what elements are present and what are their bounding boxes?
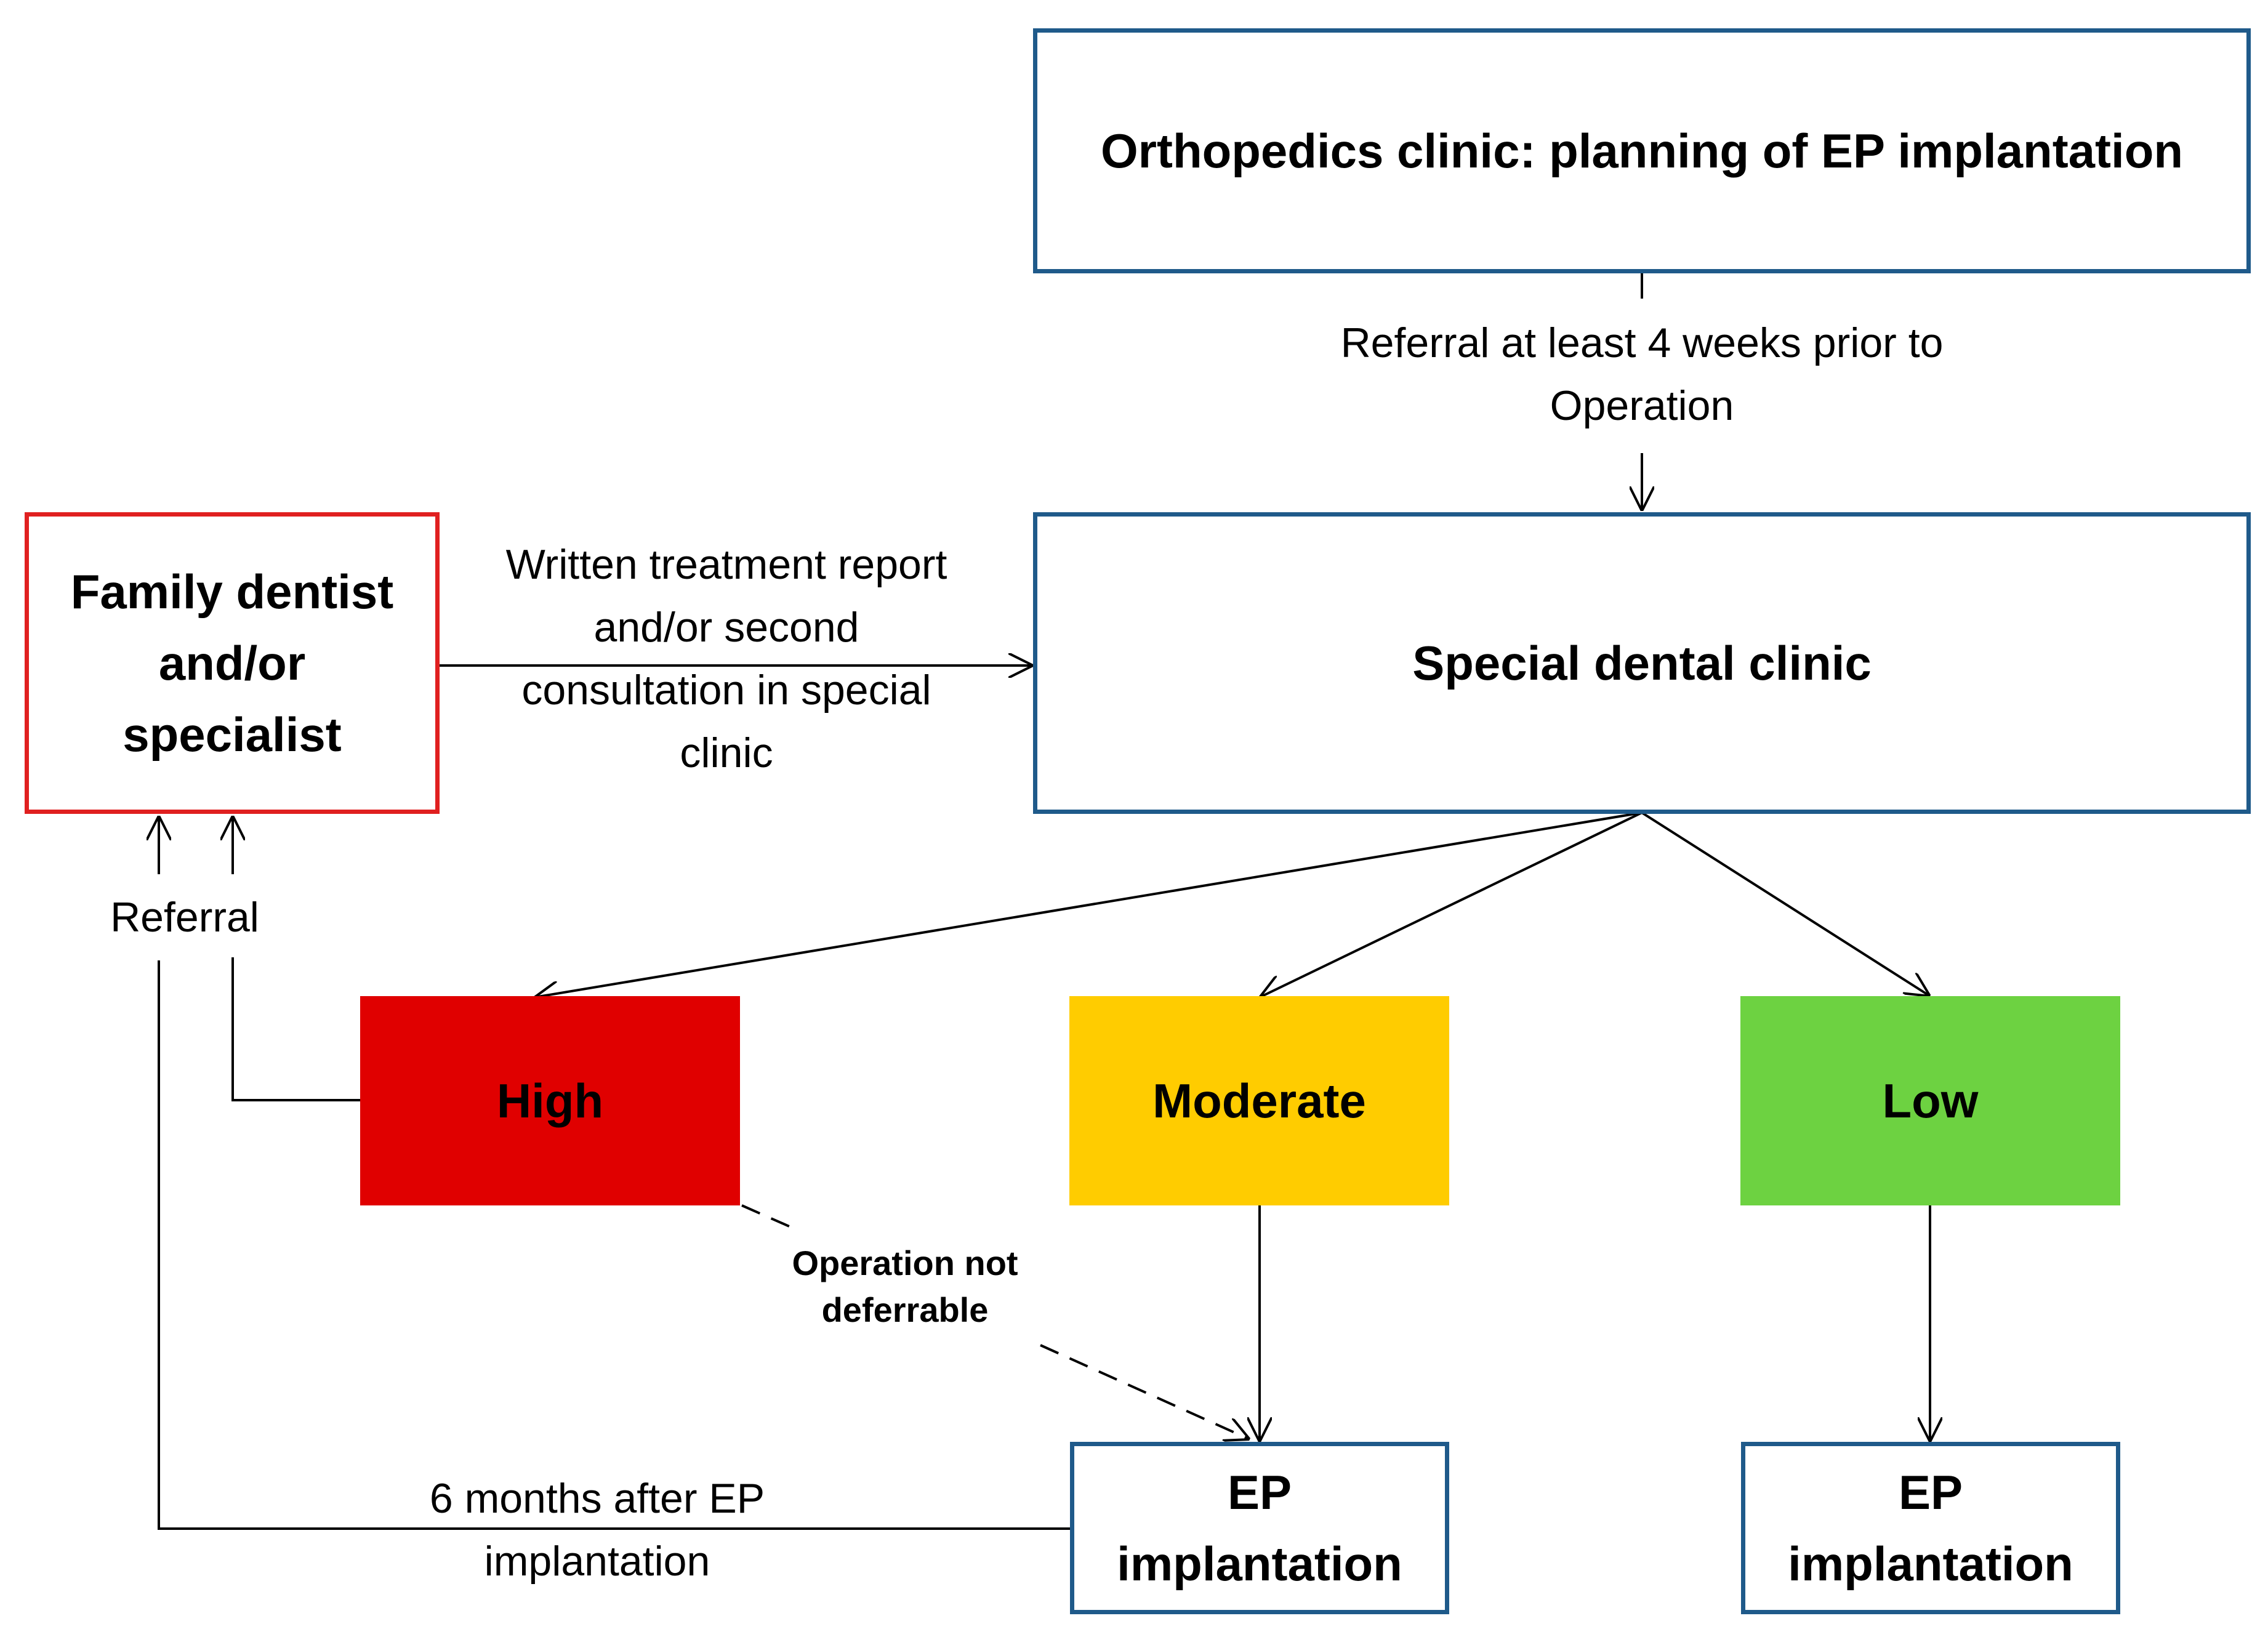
dashed-high-to-ep-1 — [741, 1204, 801, 1233]
risk-low-label: Low — [1882, 1073, 1979, 1128]
risk-moderate-box: Moderate — [1069, 996, 1449, 1205]
line-high-to-referral — [231, 957, 360, 1101]
ep-implantation-low-box: EP implantation — [1741, 1442, 2120, 1614]
family-dentist-box: Family dentist and/or specialist — [25, 512, 440, 814]
referral-label: Referral — [92, 880, 277, 954]
special-dental-clinic-box: Special dental clinic — [1033, 512, 2251, 814]
arrow-special-to-high — [534, 811, 1643, 997]
family-dentist-label: Family dentist and/or specialist — [70, 565, 394, 762]
ep-implantation-low-label: EP implantation — [1788, 1465, 2073, 1591]
dashed-high-to-ep-2 — [1040, 1344, 1250, 1439]
risk-high-label: High — [496, 1073, 604, 1128]
ep-implantation-moderate-box: EP implantation — [1070, 1442, 1449, 1614]
operation-not-deferrable-label: Operation not deferrable — [792, 1244, 1018, 1329]
ep-implantation-moderate-label: EP implantation — [1117, 1465, 1402, 1591]
six-months-label: 6 months after EP implantation — [429, 1475, 765, 1585]
written-report-label: Written treatment report and/or second c… — [505, 541, 947, 776]
arrow-special-to-low — [1641, 811, 1930, 996]
line-ep-to-referral — [158, 960, 1071, 1530]
arrow-special-to-moderate — [1260, 811, 1643, 997]
special-dental-clinic-label: Special dental clinic — [1412, 635, 1872, 690]
risk-high-box: High — [360, 996, 740, 1205]
risk-moderate-label: Moderate — [1152, 1073, 1366, 1128]
referral-timing-label: Referral at least 4 weeks prior to Opera… — [1268, 302, 2016, 447]
orthopedics-clinic-label: Orthopedics clinic: planning of EP impla… — [1100, 123, 2183, 178]
risk-low-box: Low — [1740, 996, 2120, 1205]
orthopedics-clinic-box: Orthopedics clinic: planning of EP impla… — [1033, 28, 2251, 273]
